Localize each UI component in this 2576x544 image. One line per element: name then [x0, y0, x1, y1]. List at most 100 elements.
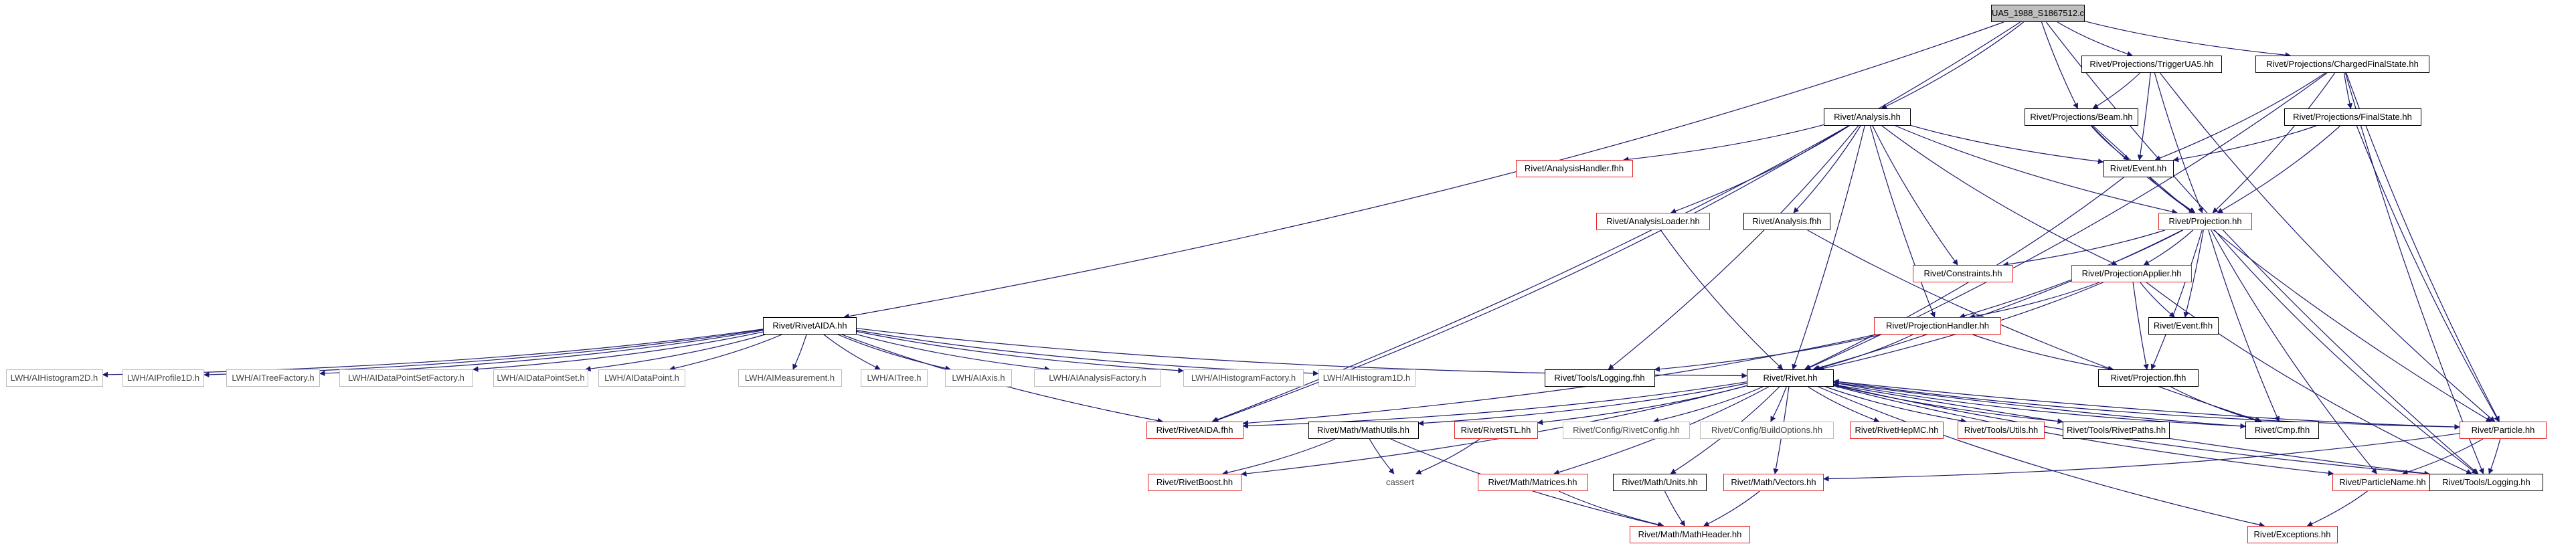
edge-analysis-to-logfhh — [1608, 125, 1859, 370]
node-logging[interactable]: Rivet/Tools/Logging.hh — [2429, 474, 2543, 491]
node-bconfig: Rivet/Config/BuildOptions.hh — [1700, 422, 1834, 439]
node-mheader[interactable]: Rivet/Math/MathHeader.hh — [1630, 526, 1750, 543]
edge-rivet-to-mathutils — [1418, 383, 1747, 426]
edge-fs-to-particle — [2356, 125, 2500, 422]
edge-riaida-to-tree — [823, 334, 881, 370]
edge-riaida-to-af — [856, 334, 1051, 372]
edge-analysis-to-aloader — [1670, 125, 1850, 214]
edge-root-to-trigger — [2057, 21, 2133, 57]
edge-analysis-to-phandler — [1869, 125, 1936, 318]
edge-chfs-to-projection — [2212, 72, 2336, 213]
node-chfs[interactable]: Rivet/Projections/ChargedFinalState.hh — [2255, 56, 2429, 73]
edge-aloader-to-rivet — [1660, 230, 1784, 370]
edge-projection-to-eventfhh — [2183, 230, 2204, 318]
edge-riaida-to-axis — [837, 334, 951, 371]
edge-rivet-to-paths — [1833, 384, 2063, 424]
edge-particle-to-rivet — [1833, 379, 2460, 428]
edge-chfs-to-fs — [2343, 72, 2352, 109]
node-particle[interactable]: Rivet/Particle.hh — [2460, 422, 2547, 439]
edge-trigger-to-event — [2137, 72, 2151, 161]
node-cmp[interactable]: Rivet/Cmp.fhh — [2245, 422, 2319, 439]
edge-papplier-to-phandler — [1969, 282, 2099, 319]
node-hepmc[interactable]: Rivet/RivetHepMC.hh — [1850, 422, 1944, 439]
node-phandler[interactable]: Rivet/ProjectionHandler.hh — [1874, 317, 2001, 335]
node-boost[interactable]: Rivet/RivetBoost.hh — [1148, 474, 1241, 491]
edge-rivet-to-bconfig — [1770, 386, 1787, 422]
node-paths[interactable]: Rivet/Tools/RivetPaths.hh — [2063, 422, 2170, 439]
edge-riaida-to-meas — [792, 334, 807, 370]
edge-papplier-to-logging — [2146, 282, 2472, 474]
node-stl[interactable]: Rivet/RivetSTL.hh — [1454, 422, 1538, 439]
node-trigger[interactable]: Rivet/Projections/TriggerUA5.hh — [2081, 56, 2222, 73]
node-aidafhh[interactable]: Rivet/RivetAIDA.fhh — [1146, 422, 1243, 439]
edge-particle-to-vectors — [1823, 433, 2460, 482]
node-beam[interactable]: Rivet/Projections/Beam.hh — [2025, 108, 2138, 126]
edge-rivet-to-particle — [1833, 381, 2460, 430]
node-matrices[interactable]: Rivet/Math/Matrices.hh — [1477, 474, 1588, 491]
node-papplier[interactable]: Rivet/ProjectionApplier.hh — [2071, 265, 2192, 282]
node-fs[interactable]: Rivet/Projections/FinalState.hh — [2284, 108, 2421, 126]
edge-projfhh-to-cmp — [2170, 386, 2261, 423]
edge-root-to-chfs — [2084, 21, 2292, 58]
edge-trigger-to-beam — [2092, 72, 2141, 109]
node-eventfhh[interactable]: Rivet/Event.fhh — [2148, 317, 2219, 335]
edge-vectors-to-mheader — [1703, 490, 1760, 527]
edge-analysis-to-rivet — [1792, 125, 1865, 370]
node-projection[interactable]: Rivet/Projection.hh — [2158, 213, 2252, 230]
node-h2d: LWH/AIHistogram2D.h — [5, 369, 103, 387]
node-tree: LWH/AITree.h — [861, 369, 928, 387]
node-hf: LWH/AIHistogramFactory.h — [1183, 369, 1304, 387]
edge-projection-to-constraints — [2002, 230, 2165, 268]
edge-particle-to-logging — [2488, 438, 2501, 474]
node-vectors[interactable]: Rivet/Math/Vectors.hh — [1723, 474, 1824, 491]
node-exceptions[interactable]: Rivet/Exceptions.hh — [2247, 526, 2338, 543]
edge-projection-to-cmp — [2208, 230, 2280, 422]
edge-riaida-to-dp — [669, 334, 782, 371]
node-constraints[interactable]: Rivet/Constraints.hh — [1913, 265, 2013, 282]
node-h1d: LWH/AIHistogram1D.h — [1318, 369, 1415, 387]
node-axis: LWH/AIAxis.h — [945, 369, 1012, 387]
node-dp: LWH/AIDataPoint.h — [598, 369, 685, 387]
edge-projection-to-papplier — [2143, 230, 2194, 266]
edge-rivet-to-exceptions — [1818, 386, 2265, 528]
edge-riaida-to-dps — [585, 334, 766, 372]
edge-mathutils-to-cassert — [1369, 438, 1395, 474]
edge-mathutils-to-boost — [1222, 438, 1336, 476]
edge-phandler-to-rivet — [1814, 334, 1913, 371]
node-dpsf: LWH/AIDataPointSetFactory.h — [339, 369, 473, 387]
edge-fs-to-event — [2172, 125, 2317, 163]
node-logfhh[interactable]: Rivet/Tools/Logging.fhh — [1544, 369, 1655, 387]
edge-riaida-to-hf — [856, 331, 1184, 373]
edge-analysis-to-constraints — [1872, 125, 1958, 266]
edge-beam-to-event — [2090, 125, 2130, 161]
node-aloader[interactable]: Rivet/AnalysisLoader.hh — [1596, 213, 1710, 230]
node-event[interactable]: Rivet/Event.hh — [2103, 160, 2174, 177]
edge-projection-to-projfhh — [2150, 230, 2203, 370]
edge-event-to-projection — [2149, 177, 2195, 213]
node-utils[interactable]: Rivet/Tools/Utils.hh — [1958, 422, 2045, 439]
node-pname[interactable]: Rivet/ParticleName.hh — [2332, 474, 2433, 491]
node-projfhh[interactable]: Rivet/Projection.fhh — [2098, 369, 2199, 387]
edge-analysis-to-papplier — [1881, 125, 2118, 266]
edge-papplier-to-projfhh — [2132, 282, 2149, 370]
node-rivet[interactable]: Rivet/Rivet.hh — [1747, 369, 1834, 387]
node-ahandler[interactable]: Rivet/AnalysisHandler.fhh — [1515, 160, 1633, 177]
edge-chfs-to-logging — [2344, 72, 2484, 474]
node-meas: LWH/AIMeasurement.h — [738, 369, 842, 387]
node-analysis[interactable]: Rivet/Analysis.hh — [1824, 108, 1911, 126]
edge-matrices-to-mheader — [1558, 490, 1664, 528]
node-afhh[interactable]: Rivet/Analysis.fhh — [1743, 213, 1830, 230]
node-riaida[interactable]: Rivet/RivetAIDA.hh — [763, 317, 857, 335]
edge-rivet-to-hepmc — [1808, 386, 1880, 423]
node-rconfig: Rivet/Config/RivetConfig.hh — [1563, 422, 1690, 439]
edge-cmp-to-rivet — [1833, 380, 2246, 427]
node-cassert: cassert — [1386, 477, 1414, 487]
edge-particle-to-pname — [2402, 438, 2484, 475]
edge-root-to-beam — [2041, 21, 2079, 109]
edge-pname-to-exceptions — [2306, 490, 2368, 527]
edge-root-to-analysis — [1881, 21, 2024, 109]
node-units[interactable]: Rivet/Math/Units.hh — [1613, 474, 1707, 491]
node-mathutils[interactable]: Rivet/Math/MathUtils.hh — [1308, 422, 1419, 439]
